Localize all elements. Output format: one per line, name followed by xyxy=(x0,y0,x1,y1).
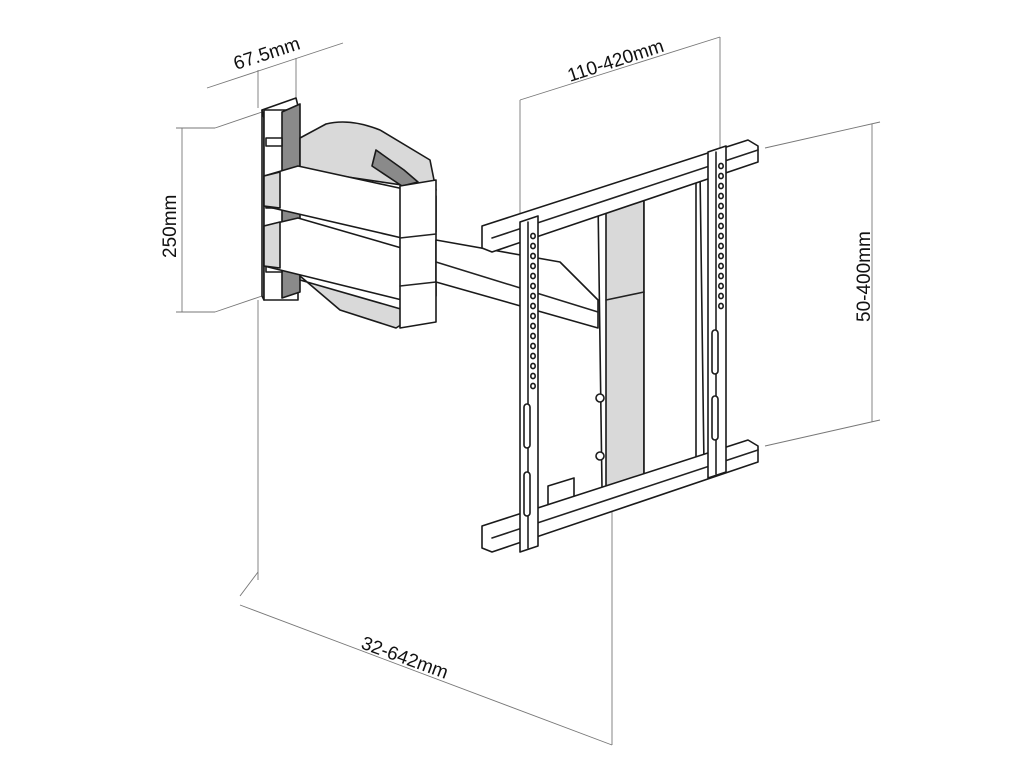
wall-plate-height-label: 250mm xyxy=(160,195,181,258)
vesa-hole xyxy=(717,232,724,240)
vesa-hole xyxy=(529,362,536,370)
tv-interface-plate xyxy=(547,169,705,507)
vesa-hole xyxy=(717,202,724,210)
vesa-hole xyxy=(717,172,724,180)
vesa-hole xyxy=(529,352,536,360)
vesa-hole xyxy=(717,292,724,300)
vesa-hole xyxy=(529,372,536,380)
vesa-hole xyxy=(529,262,536,270)
vesa-hole xyxy=(717,222,724,230)
vesa-bar-left xyxy=(519,215,539,553)
vesa-hole xyxy=(717,272,724,280)
scissor-arms xyxy=(263,165,599,329)
vesa-hole xyxy=(529,382,536,390)
vesa-hole xyxy=(529,252,536,260)
horizontal-vesa-label: 110-420mm xyxy=(565,36,667,87)
vesa-bar-right xyxy=(707,145,727,479)
vesa-hole xyxy=(529,242,536,250)
vesa-hole xyxy=(717,282,724,290)
vesa-hole xyxy=(529,322,536,330)
vesa-hole xyxy=(529,232,536,240)
vesa-hole xyxy=(529,342,536,350)
vesa-hole xyxy=(529,332,536,340)
extension-range-label: 32-642mm xyxy=(358,633,451,684)
vesa-hole xyxy=(717,212,724,220)
vesa-hole xyxy=(717,182,724,190)
dimension-lines xyxy=(176,36,881,746)
vesa-hole xyxy=(529,272,536,280)
vesa-hole xyxy=(717,192,724,200)
vertical-vesa-label: 50-400mm xyxy=(854,231,875,322)
vesa-hole xyxy=(717,252,724,260)
vesa-hole xyxy=(717,162,724,170)
vesa-hole xyxy=(529,292,536,300)
vesa-hole xyxy=(717,262,724,270)
vesa-hole xyxy=(529,302,536,310)
vesa-hole xyxy=(717,302,724,310)
vesa-hole xyxy=(529,282,536,290)
vesa-hole xyxy=(529,312,536,320)
vesa-hole xyxy=(717,242,724,250)
